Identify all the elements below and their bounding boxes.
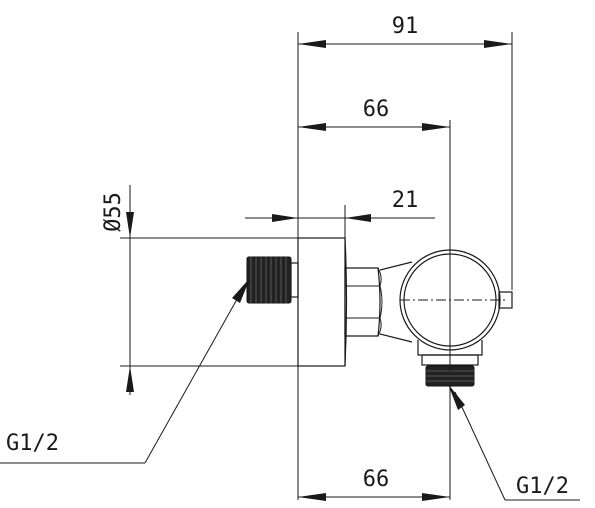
dimension-label-diameter: Ø55 — [101, 192, 126, 232]
dimension-diameter: Ø55 — [101, 185, 134, 395]
connector-neck — [379, 261, 413, 343]
thread-label-left: G1/2 — [6, 431, 59, 456]
hex-nut — [344, 267, 383, 337]
center-lines — [400, 240, 508, 372]
dimension-label-66-top: 66 — [363, 97, 390, 122]
leader-bottom-thread: G1/2 — [448, 384, 580, 501]
left-thread — [246, 256, 299, 304]
leader-left-thread: G1/2 — [0, 278, 250, 464]
dimension-21: 21 — [245, 188, 435, 222]
dimension-66-bottom: 66 — [298, 467, 450, 501]
dimension-91: 91 — [298, 14, 512, 48]
dimension-label-21: 21 — [392, 188, 419, 213]
dimension-label-91: 91 — [392, 14, 419, 39]
thread-label-bottom: G1/2 — [516, 474, 569, 499]
dimension-66-top: 66 — [298, 97, 450, 131]
wall-rosette — [297, 237, 348, 367]
dimension-label-66-bottom: 66 — [363, 467, 390, 492]
extension-lines — [120, 32, 513, 500]
